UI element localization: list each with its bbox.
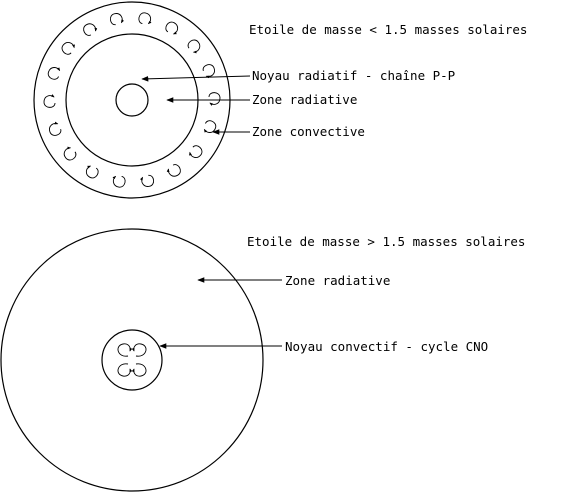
label-convective-zone: Zone convective (252, 124, 365, 139)
convection-cell (85, 165, 99, 179)
convection-cell (208, 92, 221, 106)
small-star-radiative-core (115, 83, 149, 117)
large-star-surface (0, 228, 264, 492)
convection-cell (166, 164, 181, 177)
large-star-title: Etoile de masse > 1.5 masses solaires (247, 234, 525, 249)
label-radiative-core-pp: Noyau radiatif - chaîne P-P (252, 68, 455, 83)
core-convection-cells (117, 343, 147, 377)
convection-cell (47, 67, 61, 80)
convection-cell (165, 21, 179, 35)
convection-cell (139, 174, 154, 187)
convection-cell (112, 175, 126, 188)
convection-cell (138, 12, 152, 25)
core-pointer (141, 75, 251, 82)
convection-cell (61, 42, 75, 55)
label-large-radiative-zone: Zone radiative (285, 273, 390, 288)
label-radiative-zone: Zone radiative (252, 92, 357, 107)
convection-cell (49, 121, 62, 136)
convection-cell (110, 13, 125, 26)
convection-cell (202, 64, 215, 79)
convection-cells (43, 12, 221, 188)
convection-cell (203, 120, 217, 133)
small-star-diagram: Etoile de masse < 1.5 masses solaires No… (33, 1, 527, 199)
convection-cell (43, 94, 56, 108)
convection-cell (63, 146, 77, 161)
large-star-diagram: Etoile de masse > 1.5 masses solaires Zo… (0, 228, 525, 492)
convection-cell (83, 23, 98, 36)
small-star-title: Etoile de masse < 1.5 masses solaires (249, 22, 527, 37)
large-star-convective-core (101, 329, 163, 391)
convection-cell (189, 145, 203, 158)
label-convective-core-cno: Noyau convectif - cycle CNO (285, 339, 488, 354)
convection-cell (187, 39, 201, 54)
